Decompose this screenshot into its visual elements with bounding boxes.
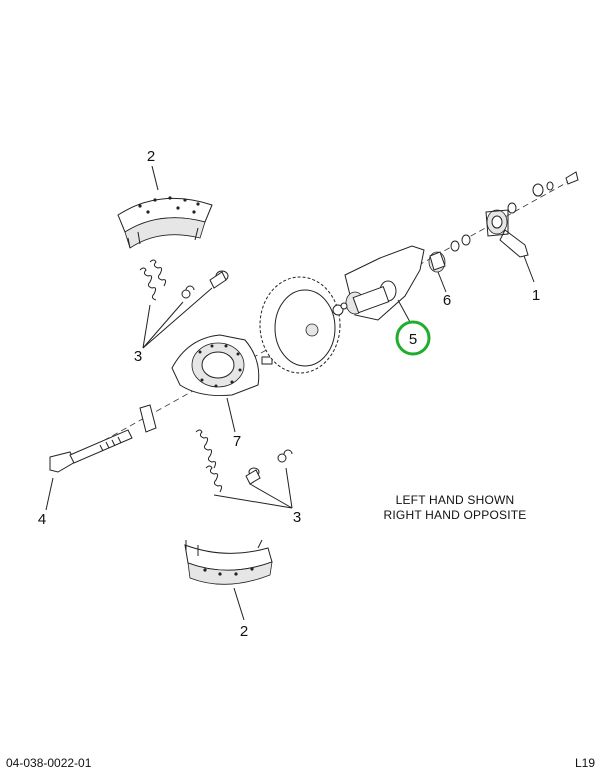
callout-2-bottom: 2 — [240, 623, 248, 640]
document-id: 04-038-0022-01 — [6, 756, 92, 770]
chamber-bracket — [332, 245, 425, 321]
leader-lines — [45, 165, 535, 621]
note-line-1: LEFT HAND SHOWN — [395, 493, 515, 507]
callout-7: 7 — [233, 433, 241, 450]
callout-3-top: 3 — [134, 348, 142, 365]
callout-2-top: 2 — [147, 148, 155, 165]
callout-4: 4 — [38, 511, 46, 528]
callout-3-bottom: 3 — [293, 509, 301, 526]
hand-orientation-note: LEFT HAND SHOWN RIGHT HAND OPPOSITE — [370, 493, 540, 523]
callout-1: 1 — [532, 287, 540, 304]
brake-shoe-top — [117, 196, 213, 249]
return-springs-top — [139, 259, 229, 301]
slack-adjuster — [485, 171, 579, 258]
brake-spider — [171, 334, 287, 396]
camshaft — [49, 404, 157, 473]
bushing — [428, 234, 471, 273]
brake-shoe-bottom — [184, 539, 273, 585]
callout-5: 5 — [409, 331, 417, 348]
dust-shield — [259, 276, 341, 374]
page-reference: L19 — [575, 756, 596, 770]
callout-5-highlight-ring — [395, 320, 431, 356]
callout-6: 6 — [443, 292, 451, 309]
note-line-2: RIGHT HAND OPPOSITE — [383, 508, 527, 522]
return-springs-bottom — [195, 429, 293, 493]
